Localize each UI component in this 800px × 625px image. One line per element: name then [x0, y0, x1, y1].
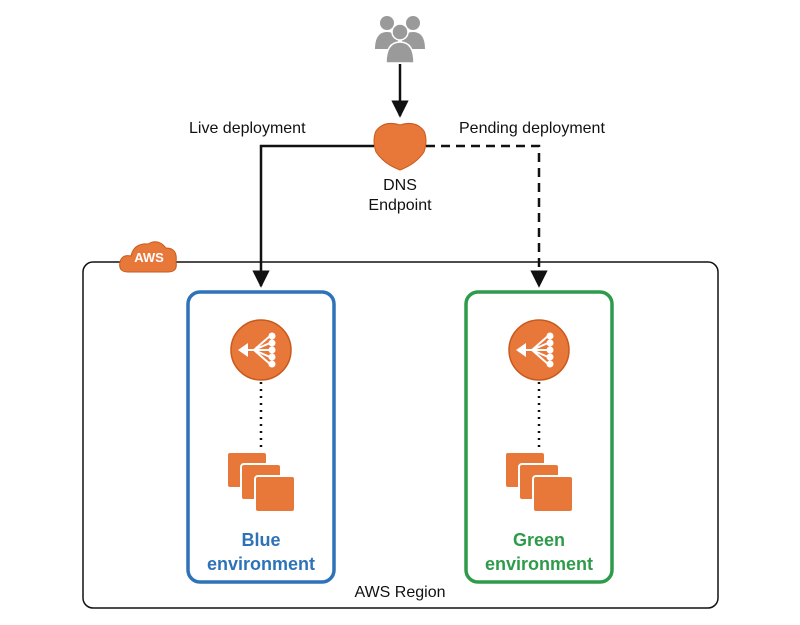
dns-label-line1: DNS — [383, 177, 417, 194]
users-icon — [375, 16, 425, 64]
live-deployment-arrow — [252, 144, 374, 288]
green-env-line1: Green — [512, 530, 566, 550]
green-env-line2: environment — [484, 554, 594, 574]
blue-environment-box — [186, 290, 336, 584]
blue-environment-label: Blue environment — [188, 528, 334, 576]
dns-label-line2: Endpoint — [368, 197, 432, 214]
blue-env-line2: environment — [206, 554, 316, 574]
aws-cloud-icon — [119, 241, 177, 273]
load-balancer-icon — [230, 319, 292, 381]
aws-region-box — [82, 261, 719, 609]
pending-deployment-arrow — [426, 144, 548, 288]
dns-endpoint-label: DNS Endpoint — [350, 176, 450, 216]
load-balancer-icon — [508, 319, 570, 381]
blue-env-line1: Blue — [241, 530, 281, 550]
dns-shield-icon — [373, 123, 427, 171]
aws-badge-label: AWS — [134, 250, 164, 265]
green-environment-label: Green environment — [466, 528, 612, 576]
instances-icon — [226, 451, 296, 513]
pending-deployment-label: Pending deployment — [459, 120, 605, 137]
green-environment-box — [464, 290, 614, 584]
instances-icon — [504, 451, 574, 513]
aws-region-label: AWS Region — [354, 584, 446, 601]
live-deployment-label: Live deployment — [189, 120, 306, 137]
